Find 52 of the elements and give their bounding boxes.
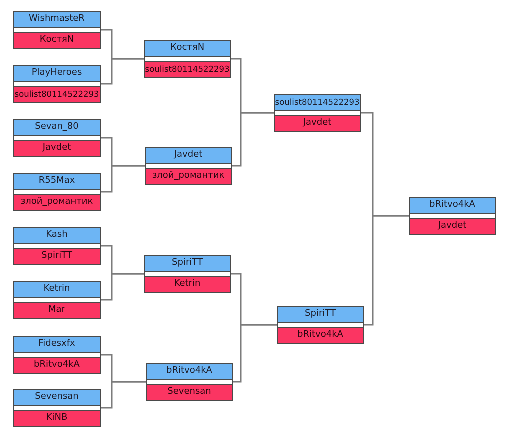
match-box (145, 147, 232, 185)
match-box (13, 389, 101, 427)
match-box (13, 173, 101, 211)
player-slot: PlayHeroes (14, 66, 100, 82)
bracket-line (101, 165, 145, 193)
player-slot: Ketrin (145, 276, 230, 292)
player-slot: Ketrin (14, 282, 100, 298)
match-box (13, 281, 101, 319)
match-box (13, 119, 101, 157)
player-slot: soulist80114522293 (145, 61, 230, 77)
player-slot: Javdet (275, 115, 360, 131)
player-slot: Javdet (14, 140, 100, 156)
match-box (13, 11, 101, 49)
match-box (144, 255, 231, 293)
player-slot: bRitvo4kA (278, 327, 363, 343)
match-box (146, 363, 233, 401)
bracket-line (101, 58, 144, 85)
player-slot: злой_романтик (146, 168, 231, 184)
player-slot: bRitvo4kA (147, 364, 232, 380)
player-slot: bRitvo4kA (410, 198, 495, 214)
player-slot: Javdet (410, 218, 495, 234)
bracket-line (101, 381, 146, 409)
player-slot: SpiriTT (145, 256, 230, 272)
player-slot: Sevensan (14, 390, 100, 406)
match-box (274, 94, 361, 132)
player-slot: злой_романтик (14, 194, 100, 210)
match-box (13, 336, 101, 374)
player-slot: WishmasteR (14, 12, 100, 28)
player-slot: SpiriTT (278, 307, 363, 323)
player-slot: bRitvo4kA (14, 357, 100, 373)
player-slot: Sevensan (147, 384, 232, 400)
bracket-line (101, 273, 144, 301)
match-box (277, 306, 364, 344)
player-slot: soulist80114522293 (14, 86, 100, 102)
player-slot: КостяN (14, 32, 100, 48)
player-slot: Javdet (146, 148, 231, 164)
player-slot: soulist80114522293 (275, 95, 360, 111)
player-slot: КостяN (145, 41, 230, 57)
player-slot: KiNB (14, 410, 100, 426)
player-slot: Sevan_80 (14, 120, 100, 136)
player-slot: Kash (14, 228, 100, 244)
bracket-line (233, 324, 277, 383)
player-slot: Mar (14, 302, 100, 318)
player-slot: SpiriTT (14, 248, 100, 264)
match-box (13, 227, 101, 265)
bracket-line (364, 215, 409, 326)
player-slot: R55Max (14, 174, 100, 190)
player-slot: Fidesxfx (14, 337, 100, 353)
match-box (13, 65, 101, 103)
match-box (144, 40, 231, 78)
match-box (409, 197, 496, 235)
bracket-line (232, 112, 274, 167)
